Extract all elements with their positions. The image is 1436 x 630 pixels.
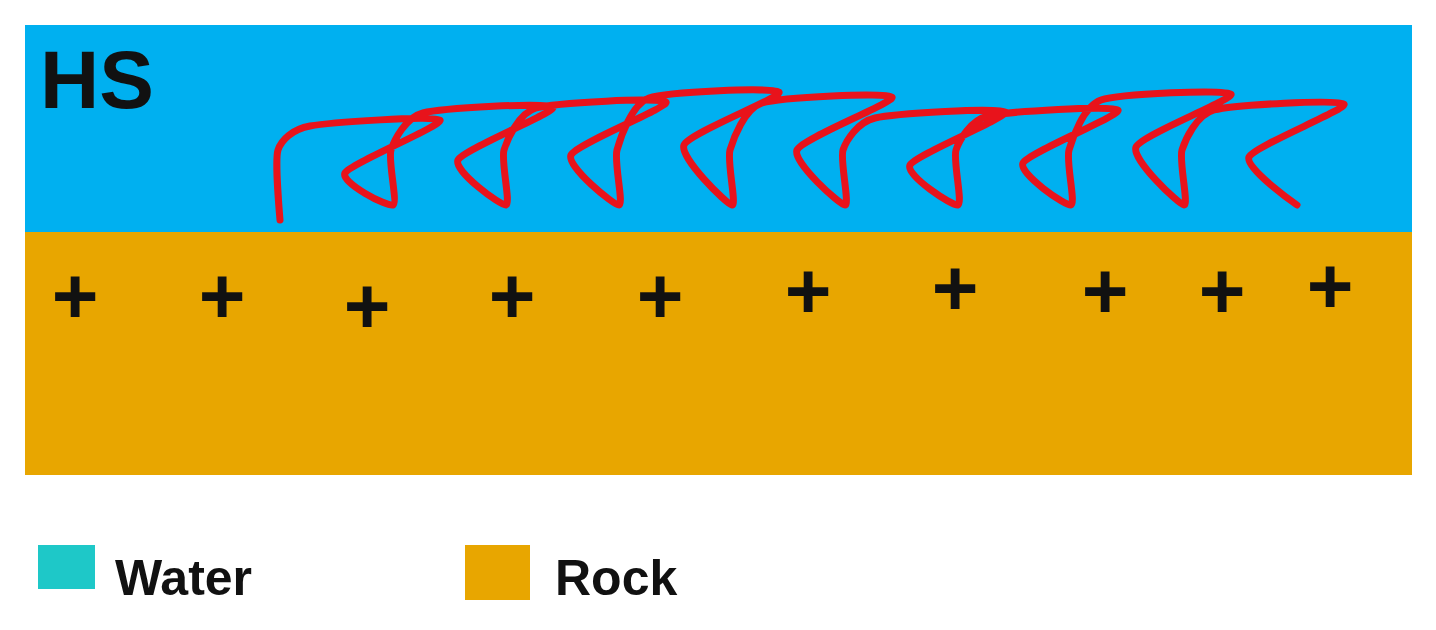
rock-band: + + + + + + + + + + xyxy=(25,232,1412,475)
charge-sign: + xyxy=(637,256,684,336)
charge-sign: + xyxy=(52,256,99,336)
legend-item: Rock xyxy=(465,545,677,603)
text-holder: + xyxy=(637,256,684,336)
charge-sign: + xyxy=(1307,246,1354,326)
text-holder: + xyxy=(1307,246,1354,326)
charge-sign: + xyxy=(785,251,832,331)
text-holder: + xyxy=(1082,251,1129,331)
polymer-chain xyxy=(25,25,1412,232)
charge-sign: + xyxy=(489,256,536,336)
legend-label: Water xyxy=(115,553,252,603)
legend-item: Water xyxy=(38,545,252,603)
text-holder: HS xyxy=(40,39,154,121)
charge-sign: + xyxy=(199,256,246,336)
charge-sign: + xyxy=(932,248,979,328)
charge-sign: + xyxy=(1199,251,1246,331)
text-holder: + xyxy=(1199,251,1246,331)
text-holder: + xyxy=(489,256,536,336)
legend-swatch xyxy=(38,545,95,589)
water-band: HS xyxy=(25,25,1412,232)
text-holder: + xyxy=(52,256,99,336)
text-holder: + xyxy=(199,256,246,336)
legend-swatch xyxy=(465,545,530,600)
text-holder: + xyxy=(344,266,391,346)
text-holder: + xyxy=(932,248,979,328)
legend-label: Rock xyxy=(555,553,677,603)
charge-sign: + xyxy=(1082,251,1129,331)
band-label: HS xyxy=(40,39,154,121)
text-holder: + xyxy=(785,251,832,331)
polymer-chain-path xyxy=(277,90,1344,220)
charge-sign: + xyxy=(344,266,391,346)
